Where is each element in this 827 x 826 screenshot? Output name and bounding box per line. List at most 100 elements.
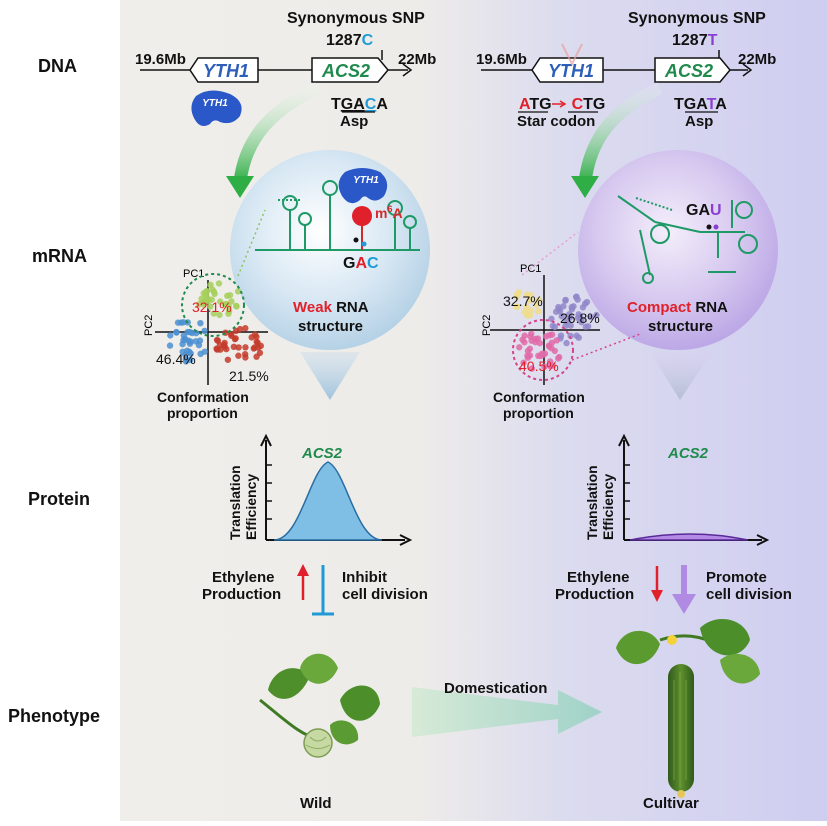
pca-point <box>232 335 239 342</box>
wild-ethylene-1: Ethylene <box>212 569 275 586</box>
wild-pca-points <box>166 280 265 365</box>
pca-point <box>587 313 594 320</box>
pca-point <box>233 303 240 310</box>
pca-point <box>535 296 543 304</box>
pca-point <box>208 296 215 303</box>
wild-te-curve <box>273 461 383 541</box>
pca-point <box>548 315 555 323</box>
cultivar-pca-link <box>571 333 641 361</box>
pca-point <box>226 291 234 299</box>
pca-point <box>225 307 233 315</box>
pca-point <box>526 352 534 359</box>
cultivar-ethylene-2: Production <box>555 586 634 603</box>
pca-point <box>568 303 575 311</box>
cultivar-pca-link-2 <box>521 231 579 276</box>
cultivar-mutation-arrowhead <box>559 100 567 108</box>
wild-acs2-gene-label: ACS2 <box>321 61 370 81</box>
cultivar-right-coord: 22Mb <box>738 51 776 68</box>
pca-point <box>527 333 534 340</box>
pca-point <box>213 345 220 352</box>
pca-point <box>513 303 521 310</box>
pca-point <box>185 337 192 344</box>
row-label-protein: Protein <box>28 489 90 509</box>
pca-point <box>514 293 521 300</box>
wild-codon: TGACA <box>331 96 388 113</box>
pca-point <box>542 333 550 340</box>
pca-point <box>179 340 186 348</box>
row-label-mrna: mRNA <box>32 246 87 266</box>
wild-yth1-protein-label: YTH1 <box>202 98 228 109</box>
cultivar-effect-1: Promote <box>706 569 767 586</box>
pca-point <box>526 297 533 304</box>
domestication-label: Domestication <box>444 680 547 697</box>
wild-pca-plot: PC1 PC2 32.1% 46.4% 21.5% <box>143 209 269 385</box>
wild-bp-dot2 <box>361 241 367 247</box>
cultivar-codon: TGATA <box>674 96 727 113</box>
pca-point <box>527 307 535 314</box>
cultivar-pca-p2: 26.8% <box>560 310 600 326</box>
pca-point <box>577 313 584 321</box>
pca-point <box>167 332 174 339</box>
wild-yth1-reader-label: YTH1 <box>353 175 379 186</box>
row-label-dna: DNA <box>38 56 77 76</box>
wild-pca-p2: 46.4% <box>156 351 196 367</box>
cultivar-promote-arrowhead <box>672 594 696 614</box>
pca-point <box>180 332 188 339</box>
cultivar-conformation-2: proportion <box>503 405 574 421</box>
pca-point <box>235 352 242 359</box>
pca-point <box>186 328 194 336</box>
cultivar-start-codon-label: Star codon <box>517 113 595 130</box>
pca-point <box>516 344 523 351</box>
pca-point <box>566 311 573 318</box>
pca-point <box>535 308 542 315</box>
pca-point <box>215 280 223 287</box>
wild-structure-label-2: structure <box>298 318 363 335</box>
cultivar-pca-p1: 32.7% <box>503 293 543 309</box>
wild-left-coord: 19.6Mb <box>135 51 186 68</box>
cultivar-pca-points <box>513 289 600 372</box>
cultivar-pca-highlight-circle <box>512 319 574 381</box>
pca-point <box>524 312 531 319</box>
pca-point <box>197 319 204 327</box>
pca-point <box>573 332 580 339</box>
pca-point <box>537 352 544 360</box>
pca-point <box>235 344 242 351</box>
domestication-arrow <box>412 687 602 737</box>
pca-point <box>187 356 194 364</box>
cultivar-plant-image <box>616 618 760 798</box>
cultivar-ethylene-1: Ethylene <box>567 569 630 586</box>
wild-axis-label-1: Translation <box>227 465 243 540</box>
pca-point <box>234 288 242 295</box>
cultivar-snp-title: Synonymous SNP <box>628 10 766 27</box>
cultivar-pca-p3: 40.5% <box>519 358 559 374</box>
pca-point <box>195 341 203 349</box>
pca-point <box>567 332 574 340</box>
pca-point <box>242 325 249 332</box>
cultivar-rna-structure <box>617 195 758 284</box>
pca-point <box>557 332 565 339</box>
pca-point <box>567 322 574 329</box>
wild-translation-plot: ACS2 Translation Efficiency <box>227 433 413 546</box>
wild-ethylene-up-arrowhead <box>297 564 309 576</box>
cultivar-left-coord: 19.6Mb <box>476 51 527 68</box>
wild-snp-title: Synonymous SNP <box>287 10 425 27</box>
pca-point <box>242 344 249 351</box>
pca-point <box>224 356 232 363</box>
cultivar-transcription-arrow <box>578 82 663 183</box>
wild-m6a-label: m6A <box>375 204 403 221</box>
wild-acs2-gene-box <box>311 57 389 83</box>
cultivar-bp-dot1 <box>706 224 712 230</box>
wild-yth1-gene-box <box>189 57 259 83</box>
pca-point <box>216 311 223 319</box>
wild-transcription-arrow <box>233 82 321 183</box>
pca-point <box>236 325 244 333</box>
pca-point <box>207 303 214 310</box>
cultivar-yth1-gene-box <box>531 57 604 83</box>
pca-point <box>536 339 544 347</box>
pca-point <box>555 355 562 362</box>
wild-right-coord: 22Mb <box>398 51 436 68</box>
pca-point <box>186 348 193 356</box>
wild-yth1-protein-icon <box>191 90 242 126</box>
